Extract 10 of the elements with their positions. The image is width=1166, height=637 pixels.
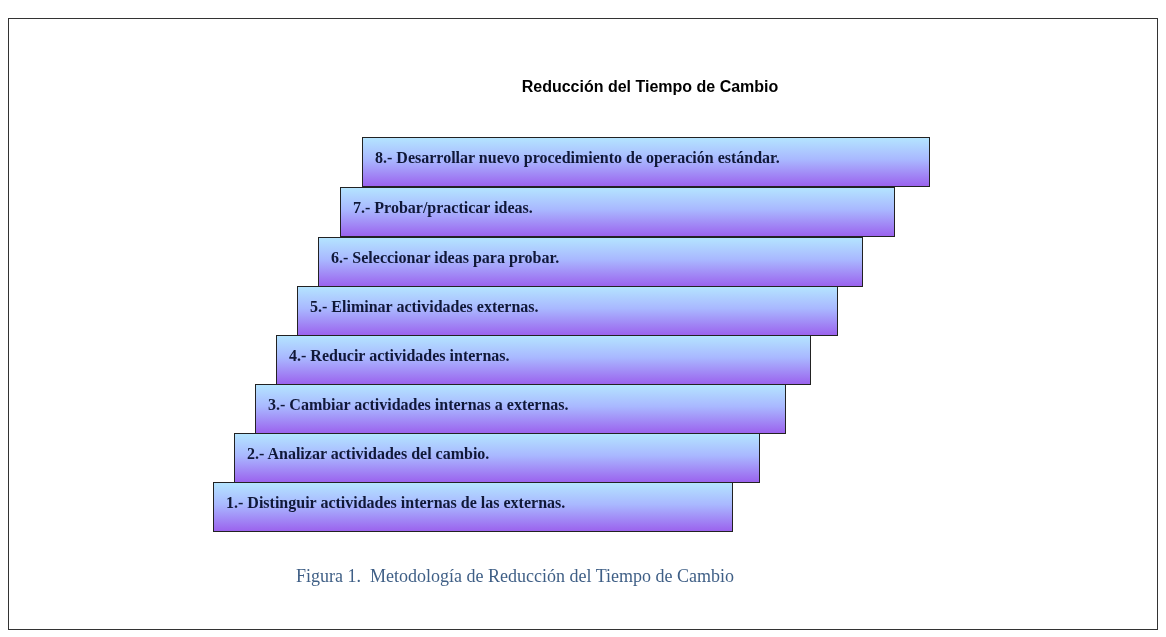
step-bar: 3.- Cambiar actividades internas a externas. [255, 384, 786, 434]
step-bar: 4.- Reducir actividades internas. [276, 335, 811, 385]
step-bar: 7.- Probar/practicar ideas. [340, 187, 895, 237]
diagram-title: Reducción del Tiempo de Cambio [520, 78, 780, 96]
step-bar: 6.- Seleccionar ideas para probar. [318, 237, 863, 287]
step-bar: 5.- Eliminar actividades externas. [297, 286, 838, 336]
step-bar: 8.- Desarrollar nuevo procedimiento de operación estándar. [362, 137, 930, 187]
step-bar: 1.- Distinguir actividades internas de las externas. [213, 482, 733, 532]
step-bar: 2.- Analizar actividades del cambio. [234, 433, 760, 483]
figure-caption: Figura 1. Metodología de Reducción del Tiempo de Cambio [295, 566, 735, 587]
